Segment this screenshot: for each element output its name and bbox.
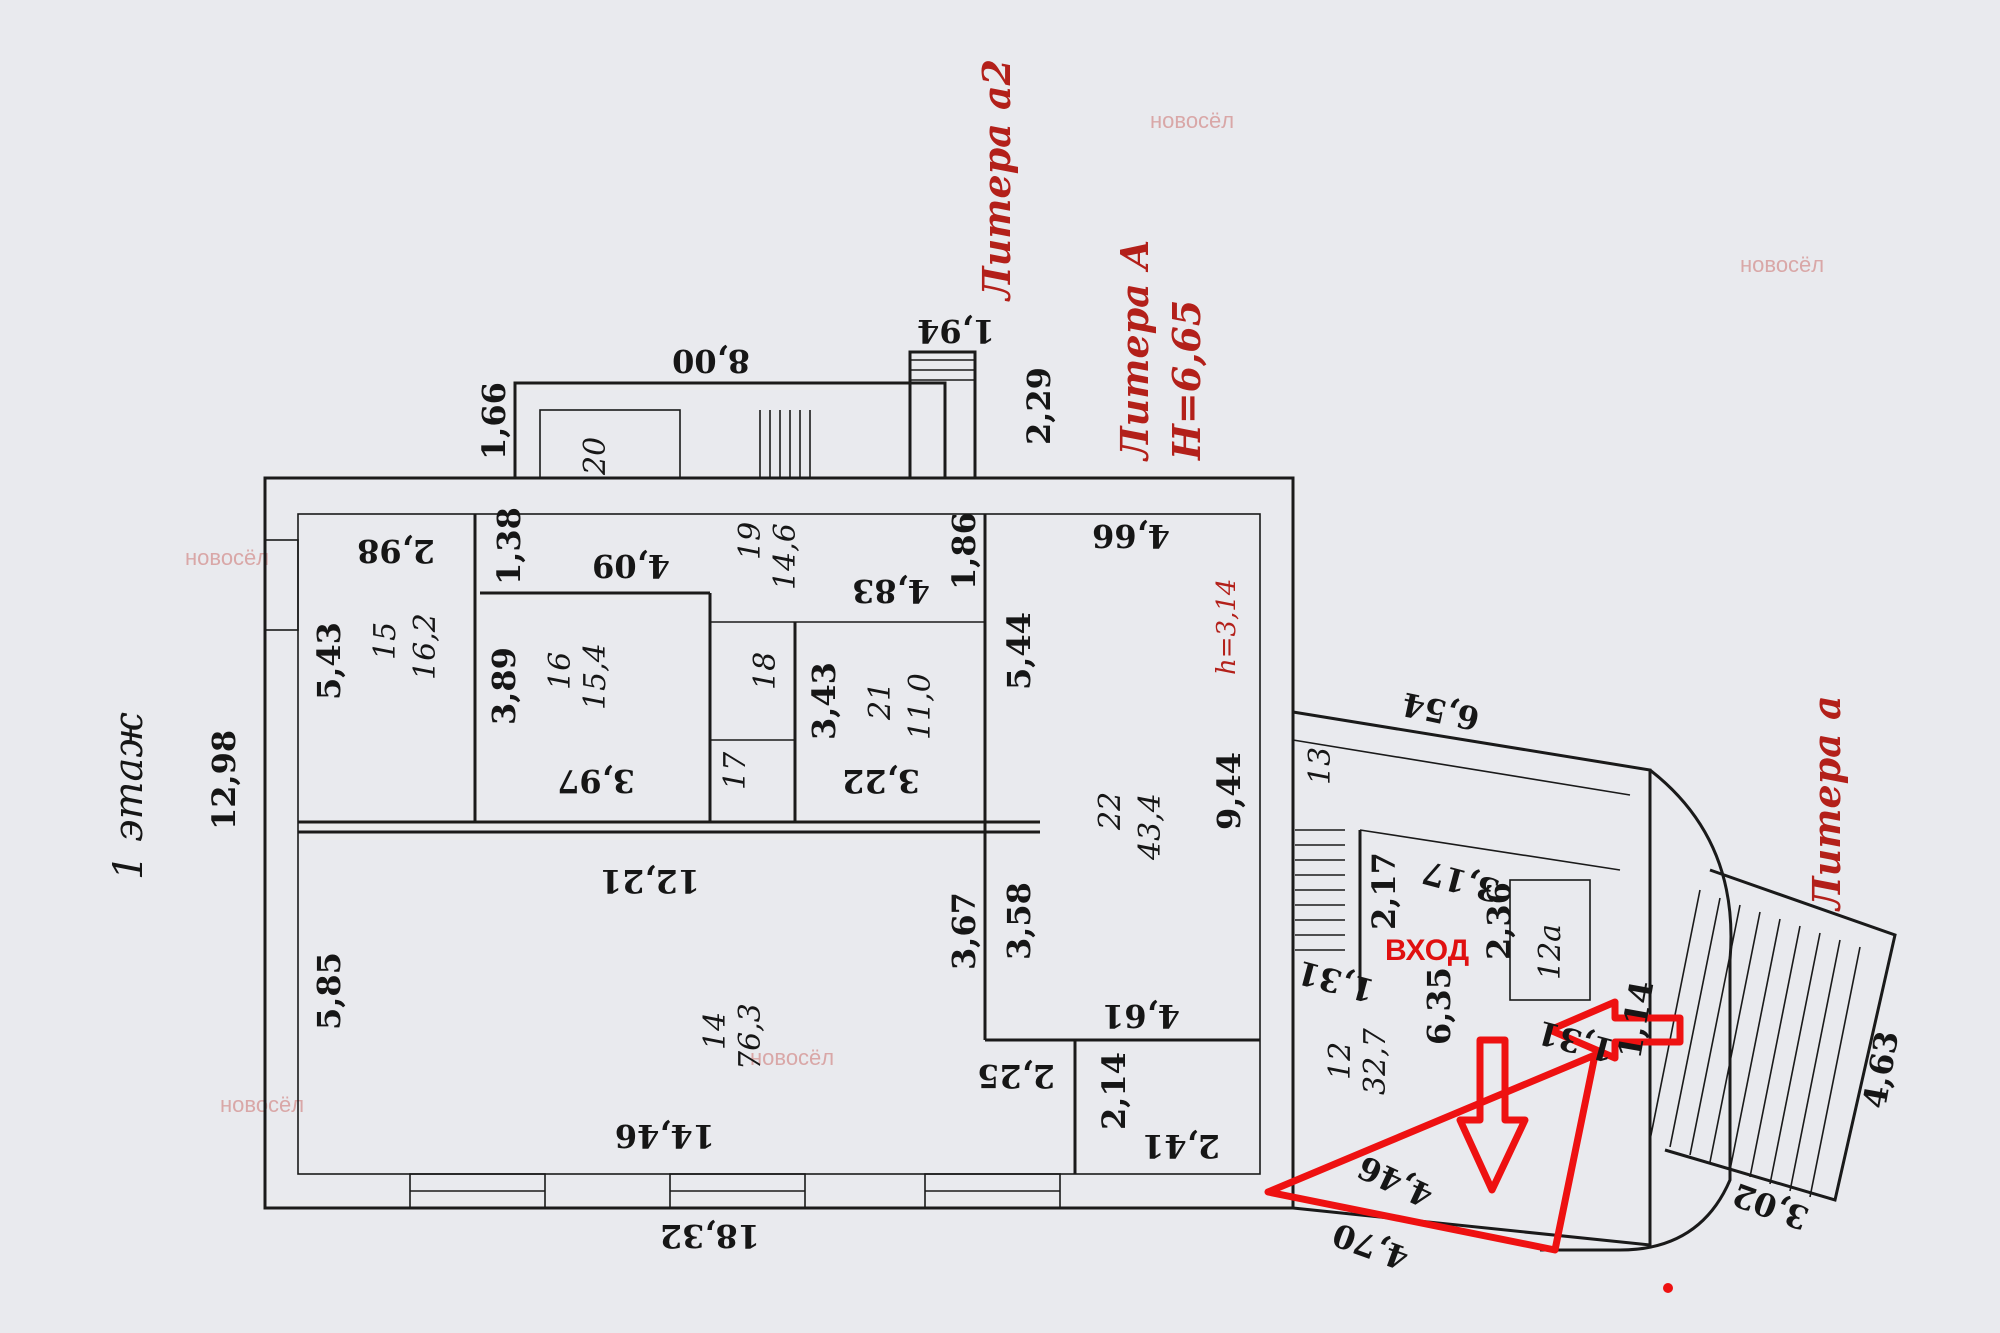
porch-stairs bbox=[1649, 868, 1897, 1202]
litera-a2-label: Литера а2 bbox=[974, 59, 1019, 302]
dim-14-46: 14,46 bbox=[615, 1117, 715, 1155]
dim-3-43: 3,43 bbox=[805, 662, 843, 740]
dim-1-14: 1,14 bbox=[1610, 978, 1661, 1061]
room-16-number: 16 bbox=[543, 652, 578, 690]
dim-2-29: 2,29 bbox=[1020, 367, 1058, 445]
dim-1-86: 1,86 bbox=[945, 512, 983, 590]
room-15-number: 15 bbox=[368, 622, 403, 660]
room-22-area: 43,4 bbox=[1133, 793, 1168, 861]
entrance-label: ВХОД bbox=[1385, 934, 1469, 967]
entrance-highlight bbox=[1264, 998, 1684, 1293]
entrance-arrow-down bbox=[1456, 1036, 1529, 1194]
room-13-number: 13 bbox=[1303, 747, 1338, 785]
dim-4-61: 4,61 bbox=[1102, 997, 1180, 1035]
room-14-area: 76,3 bbox=[733, 1003, 768, 1070]
dim-3-97: 3,97 bbox=[557, 762, 635, 800]
dim-3-22: 3,22 bbox=[842, 762, 920, 800]
highlight-triangle bbox=[1264, 1051, 1599, 1254]
room-18-number: 18 bbox=[748, 652, 783, 690]
room-21-number: 21 bbox=[863, 682, 898, 721]
red-dot bbox=[1663, 1283, 1673, 1293]
litera-A-label: Литера А bbox=[1112, 239, 1157, 462]
dim-3-89: 3,89 bbox=[485, 647, 523, 725]
litera-A-height: Н=6,65 bbox=[1164, 300, 1209, 461]
dim-5-44: 5,44 bbox=[1000, 612, 1038, 690]
dim-2-36: 2,36 bbox=[1480, 882, 1518, 960]
dim-4-66: 4,66 bbox=[1092, 517, 1170, 555]
dim-3-02: 3,02 bbox=[1728, 1175, 1814, 1237]
entrance-stairs bbox=[1295, 829, 1345, 951]
room-16-area: 15,4 bbox=[578, 643, 613, 710]
dim-1-31a: 1,31 bbox=[1293, 953, 1378, 1010]
dim-4-09: 4,09 bbox=[592, 547, 670, 585]
room-14-number: 14 bbox=[698, 1012, 733, 1050]
dim-12-98: 12,98 bbox=[205, 730, 243, 830]
watermark-5: новосёл bbox=[220, 1092, 304, 1117]
room-20-number: 20 bbox=[578, 437, 613, 476]
room-12-number: 12 bbox=[1323, 1042, 1358, 1080]
watermark-3: новосёл bbox=[185, 545, 269, 570]
dim-4-70: 4,70 bbox=[1328, 1215, 1414, 1277]
watermark-2: новосёл bbox=[1740, 252, 1824, 277]
windows bbox=[264, 539, 1061, 1209]
dim-1-38: 1,38 bbox=[490, 507, 528, 585]
dim-2-17: 2,17 bbox=[1365, 852, 1403, 930]
dim-1-94: 1,94 bbox=[917, 312, 995, 350]
dim-3-67: 3,67 bbox=[945, 892, 983, 970]
room-19-area: 14,6 bbox=[768, 523, 803, 590]
dim-8-00: 8,00 bbox=[672, 342, 750, 380]
room-17-number: 17 bbox=[718, 751, 753, 790]
litera-a-label: Литера а bbox=[1804, 695, 1849, 912]
interior-partitions bbox=[298, 514, 1260, 1174]
room-12-area: 32,7 bbox=[1358, 1027, 1393, 1095]
room-labels: 15 16,2 16 15,4 18 17 19 14,6 21 11,0 22… bbox=[368, 437, 1568, 1095]
dim-4-83: 4,83 bbox=[852, 572, 930, 610]
dim-2-25: 2,25 bbox=[977, 1057, 1055, 1095]
watermarks: новосёл новосёл новосёл новосёл новосёл bbox=[185, 108, 1824, 1117]
dim-2-98: 2,98 bbox=[357, 532, 435, 570]
dim-6-35: 6,35 bbox=[1420, 967, 1458, 1045]
dim-9-44: 9,44 bbox=[1210, 752, 1248, 830]
dim-18-32: 18,32 bbox=[660, 1217, 760, 1255]
dim-5-85: 5,85 bbox=[310, 952, 348, 1030]
dim-2-41: 2,41 bbox=[1142, 1127, 1220, 1165]
dim-4-63: 4,63 bbox=[1855, 1028, 1906, 1111]
dim-2-14: 2,14 bbox=[1095, 1052, 1133, 1130]
room-21-area: 11,0 bbox=[903, 673, 938, 740]
entrance-arrow-left bbox=[1546, 998, 1684, 1062]
ceiling-height-label: h=3,14 bbox=[1212, 579, 1242, 675]
watermark-1: новосёл bbox=[1150, 108, 1234, 133]
dim-3-58: 3,58 bbox=[1000, 882, 1038, 960]
entrance-annex bbox=[1292, 710, 1897, 1252]
watermark-4: новосёл bbox=[750, 1045, 834, 1070]
dim-5-43: 5,43 bbox=[310, 622, 348, 700]
floor-label: 1 этаж bbox=[106, 712, 152, 880]
room-22-number: 22 bbox=[1093, 792, 1128, 831]
dim-12-21: 12,21 bbox=[600, 862, 700, 900]
room-15-area: 16,2 bbox=[408, 613, 443, 680]
room-19-number: 19 bbox=[733, 522, 768, 560]
main-building-walls bbox=[263, 350, 1295, 1210]
room-12a-number: 12а bbox=[1533, 924, 1568, 980]
dim-4-46: 4,46 bbox=[1352, 1148, 1439, 1215]
dim-1-66: 1,66 bbox=[475, 382, 513, 460]
